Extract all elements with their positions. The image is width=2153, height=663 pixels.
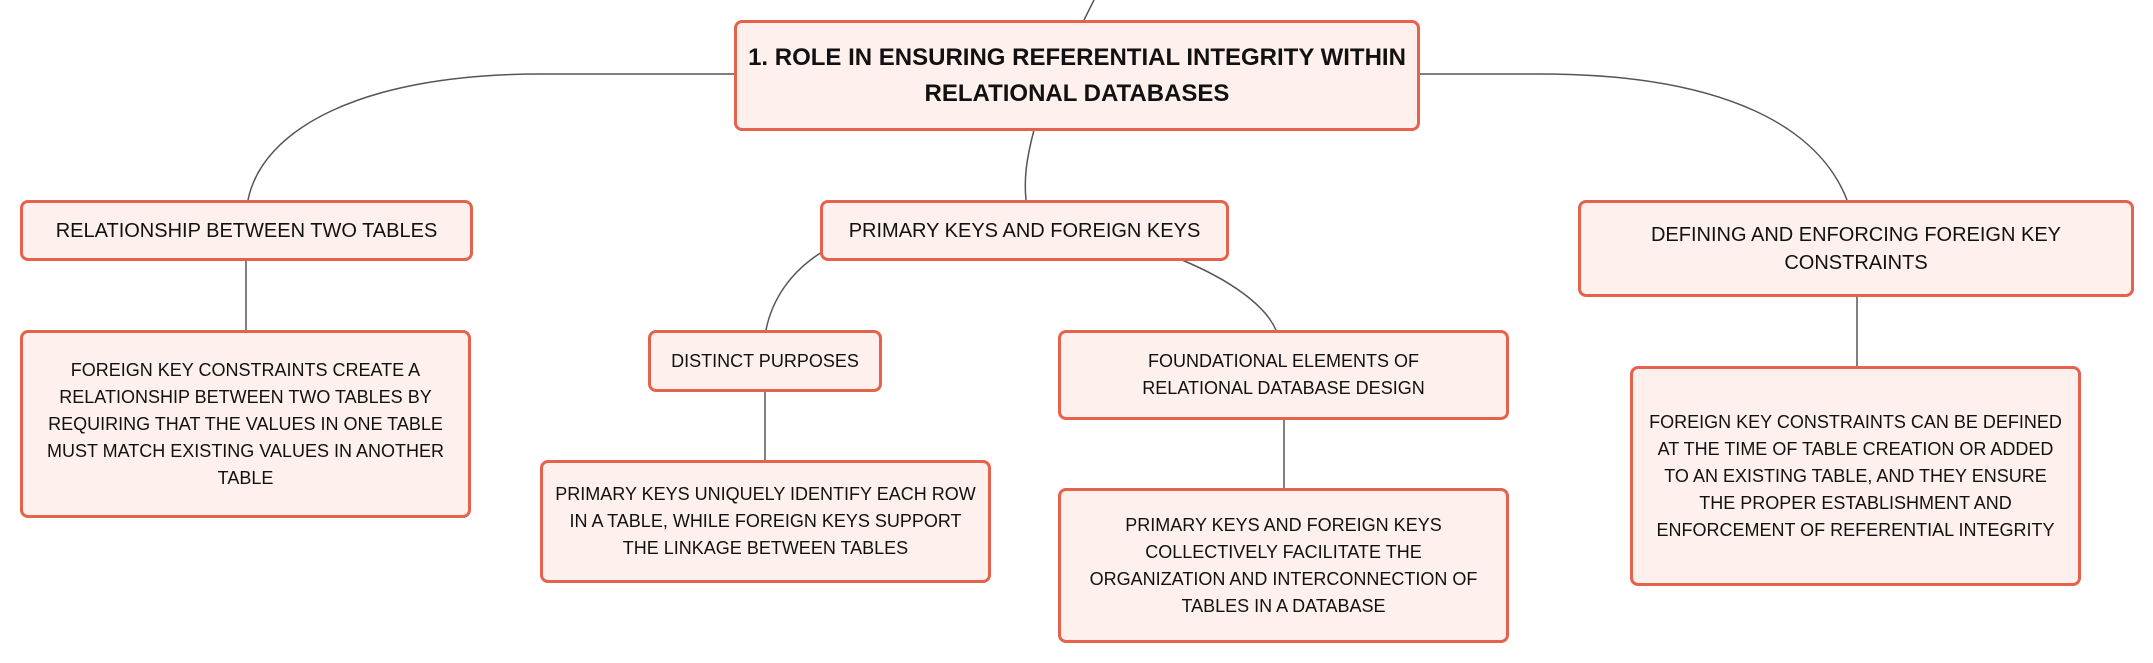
detail-foundational-text: PRIMARY KEYS AND FOREIGN KEYS COLLECTIVE… (1089, 514, 1478, 616)
detail-foundational-elements[interactable]: PRIMARY KEYS AND FOREIGN KEYS COLLECTIVE… (1058, 488, 1509, 643)
subtopic-distinct-purposes[interactable]: DISTINCT PURPOSES (648, 330, 882, 392)
topic-relationship-label: RELATIONSHIP BETWEEN TWO TABLES (55, 219, 438, 242)
topic-keys-label: PRIMARY KEYS AND FOREIGN KEYS (848, 219, 1201, 242)
detail-constraints-text: FOREIGN KEY CONSTRAINTS CAN BE DEFINED A… (1649, 411, 2062, 540)
root-node[interactable]: 1. ROLE IN ENSURING REFERENTIAL INTEGRIT… (734, 20, 1420, 131)
detail-distinct-text: PRIMARY KEYS UNIQUELY IDENTIFY EACH ROW … (555, 484, 976, 558)
topic-defining-enforcing-constraints[interactable]: DEFINING AND ENFORCING FOREIGN KEY CONST… (1578, 200, 2134, 297)
subtopic-foundational-label: FOUNDATIONAL ELEMENTS OF RELATIONAL DATA… (1142, 351, 1425, 398)
subtopic-foundational-elements[interactable]: FOUNDATIONAL ELEMENTS OF RELATIONAL DATA… (1058, 330, 1509, 420)
topic-primary-and-foreign-keys[interactable]: PRIMARY KEYS AND FOREIGN KEYS (820, 200, 1229, 261)
subtopic-distinct-label: DISTINCT PURPOSES (671, 350, 859, 371)
detail-relationship[interactable]: FOREIGN KEY CONSTRAINTS CREATE A RELATIO… (20, 330, 471, 518)
connector-root-to-keys (1024, 129, 1035, 201)
topic-relationship-between-tables[interactable]: RELATIONSHIP BETWEEN TWO TABLES (20, 200, 473, 261)
connector-root-to-relationship (247, 73, 734, 201)
detail-relationship-text: FOREIGN KEY CONSTRAINTS CREATE A RELATIO… (46, 359, 445, 488)
connector-keys-to-foundational (1181, 259, 1277, 331)
root-node-label: 1. ROLE IN ENSURING REFERENTIAL INTEGRIT… (748, 43, 1406, 107)
connector-root-incoming (1083, 0, 1095, 21)
topic-constraints-label: DEFINING AND ENFORCING FOREIGN KEY CONST… (1650, 223, 2062, 274)
detail-defining-enforcing-constraints[interactable]: FOREIGN KEY CONSTRAINTS CAN BE DEFINED A… (1630, 366, 2081, 586)
connector-keys-to-distinct (765, 251, 823, 331)
connector-root-to-constraints (1419, 73, 1848, 201)
detail-distinct-purposes[interactable]: PRIMARY KEYS UNIQUELY IDENTIFY EACH ROW … (540, 460, 991, 583)
